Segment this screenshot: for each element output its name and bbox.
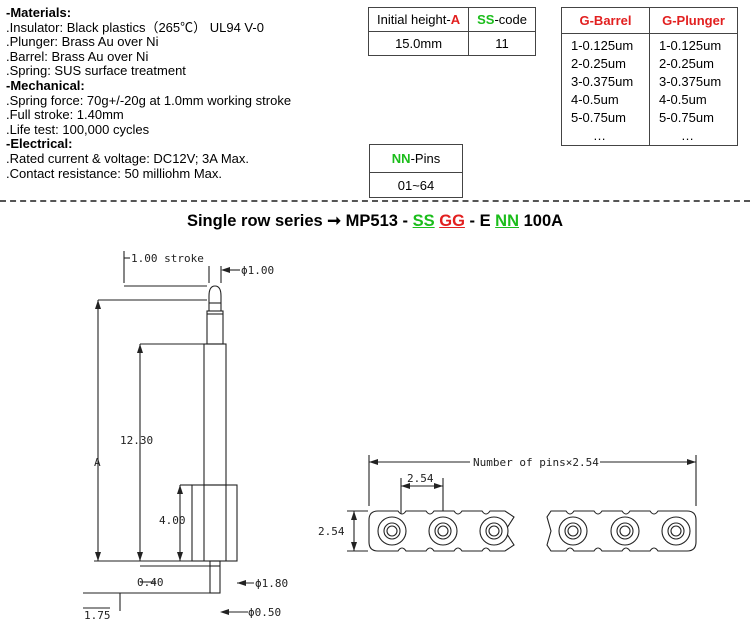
barrel-upper [203,343,227,486]
barrel-options: 1-0.125um 2-0.25um 3-0.375um 4-0.5um 5-0… [561,33,650,146]
option-item: 3-0.375um [571,74,634,89]
tip-diameter-label: ϕ1.00 [241,264,274,277]
series-title: Single row series ➞ MP513 - SS GG - E NN… [186,212,564,230]
ss-code-header: SS-code [468,7,536,32]
spring-force-spec: .Spring force: 70g+/-20g at 1.0mm workin… [6,92,292,108]
initial-height-header: Initial height-A [367,7,470,32]
option-item: 3-0.375um [659,74,722,89]
materials-heading: -Materials: [6,5,72,20]
tail-diameter-label: ϕ0.50 [248,606,281,619]
pins-value: 01~64 [369,172,463,198]
initial-height-value: 15.0mm [367,31,470,56]
ss-code-value: 11 [468,31,536,56]
height-a-label: A [94,456,101,469]
length-label: 12.30 [120,434,153,447]
pins-table: NN-Pins 01~64 [369,144,463,198]
mechanical-heading: -Mechanical: [6,77,85,93]
plunger-header: G-Plunger [649,7,738,34]
contact-spec: .Contact resistance: 50 milliohm Max. [6,165,223,181]
option-item: 4-0.5um [659,92,707,107]
bottom-gap-label: 0.40 [137,576,164,589]
stroke-label: 1.00 stroke [131,252,204,265]
barrel-length-label: 4.00 [159,514,186,527]
option-item: 1-0.125um [571,38,634,53]
plunger-spec: .Plunger: Brass Au over Ni [6,34,159,50]
pin-tail [209,560,221,594]
pitch-label: 2.54 [407,472,434,485]
plunger-tip [208,285,222,311]
barrel-wide [191,484,238,562]
option-item: 2-0.25um [659,56,714,71]
option-item: … [681,128,694,143]
electrical-heading: -Electrical: [6,136,73,152]
plunger-options: 1-0.125um 2-0.25um 3-0.375um 4-0.5um 5-0… [649,33,738,146]
height-code-table: Initial height-A SS-code 15.0mm 11 [367,7,536,56]
insulator-spec: .Insulator: Black plastics（265℃） UL94 V-… [6,19,264,35]
tail-length-label: 1.75 [84,609,111,622]
plunger-body [206,310,224,345]
pin-holes [377,516,691,546]
full-stroke-spec: .Full stroke: 1.40mm [6,107,124,123]
plating-table: G-Barrel G-Plunger 1-0.125um 2-0.25um 3-… [561,7,738,146]
spring-spec: .Spring: SUS surface treatment [6,63,186,79]
section-divider [0,200,750,202]
arrow-icon: ➞ [327,212,342,230]
life-test-spec: .Life test: 100,000 cycles [6,121,150,137]
option-item: 2-0.25um [571,56,626,71]
spec-list: -Materials: .Insulator: Black plastics（2… [6,5,292,181]
barrel-diameter-label: ϕ1.80 [255,577,288,590]
row-height-label: 2.54 [318,525,345,538]
option-item: 4-0.5um [571,92,619,107]
barrel-spec: .Barrel: Brass Au over Ni [6,48,149,64]
rated-spec: .Rated current & voltage: DC12V; 3A Max. [6,150,250,166]
option-item: 5-0.75um [659,110,714,125]
option-item: 5-0.75um [571,110,626,125]
option-item: 1-0.125um [659,38,722,53]
total-width-label: Number of pins×2.54 [473,456,599,469]
option-item: … [593,128,606,143]
